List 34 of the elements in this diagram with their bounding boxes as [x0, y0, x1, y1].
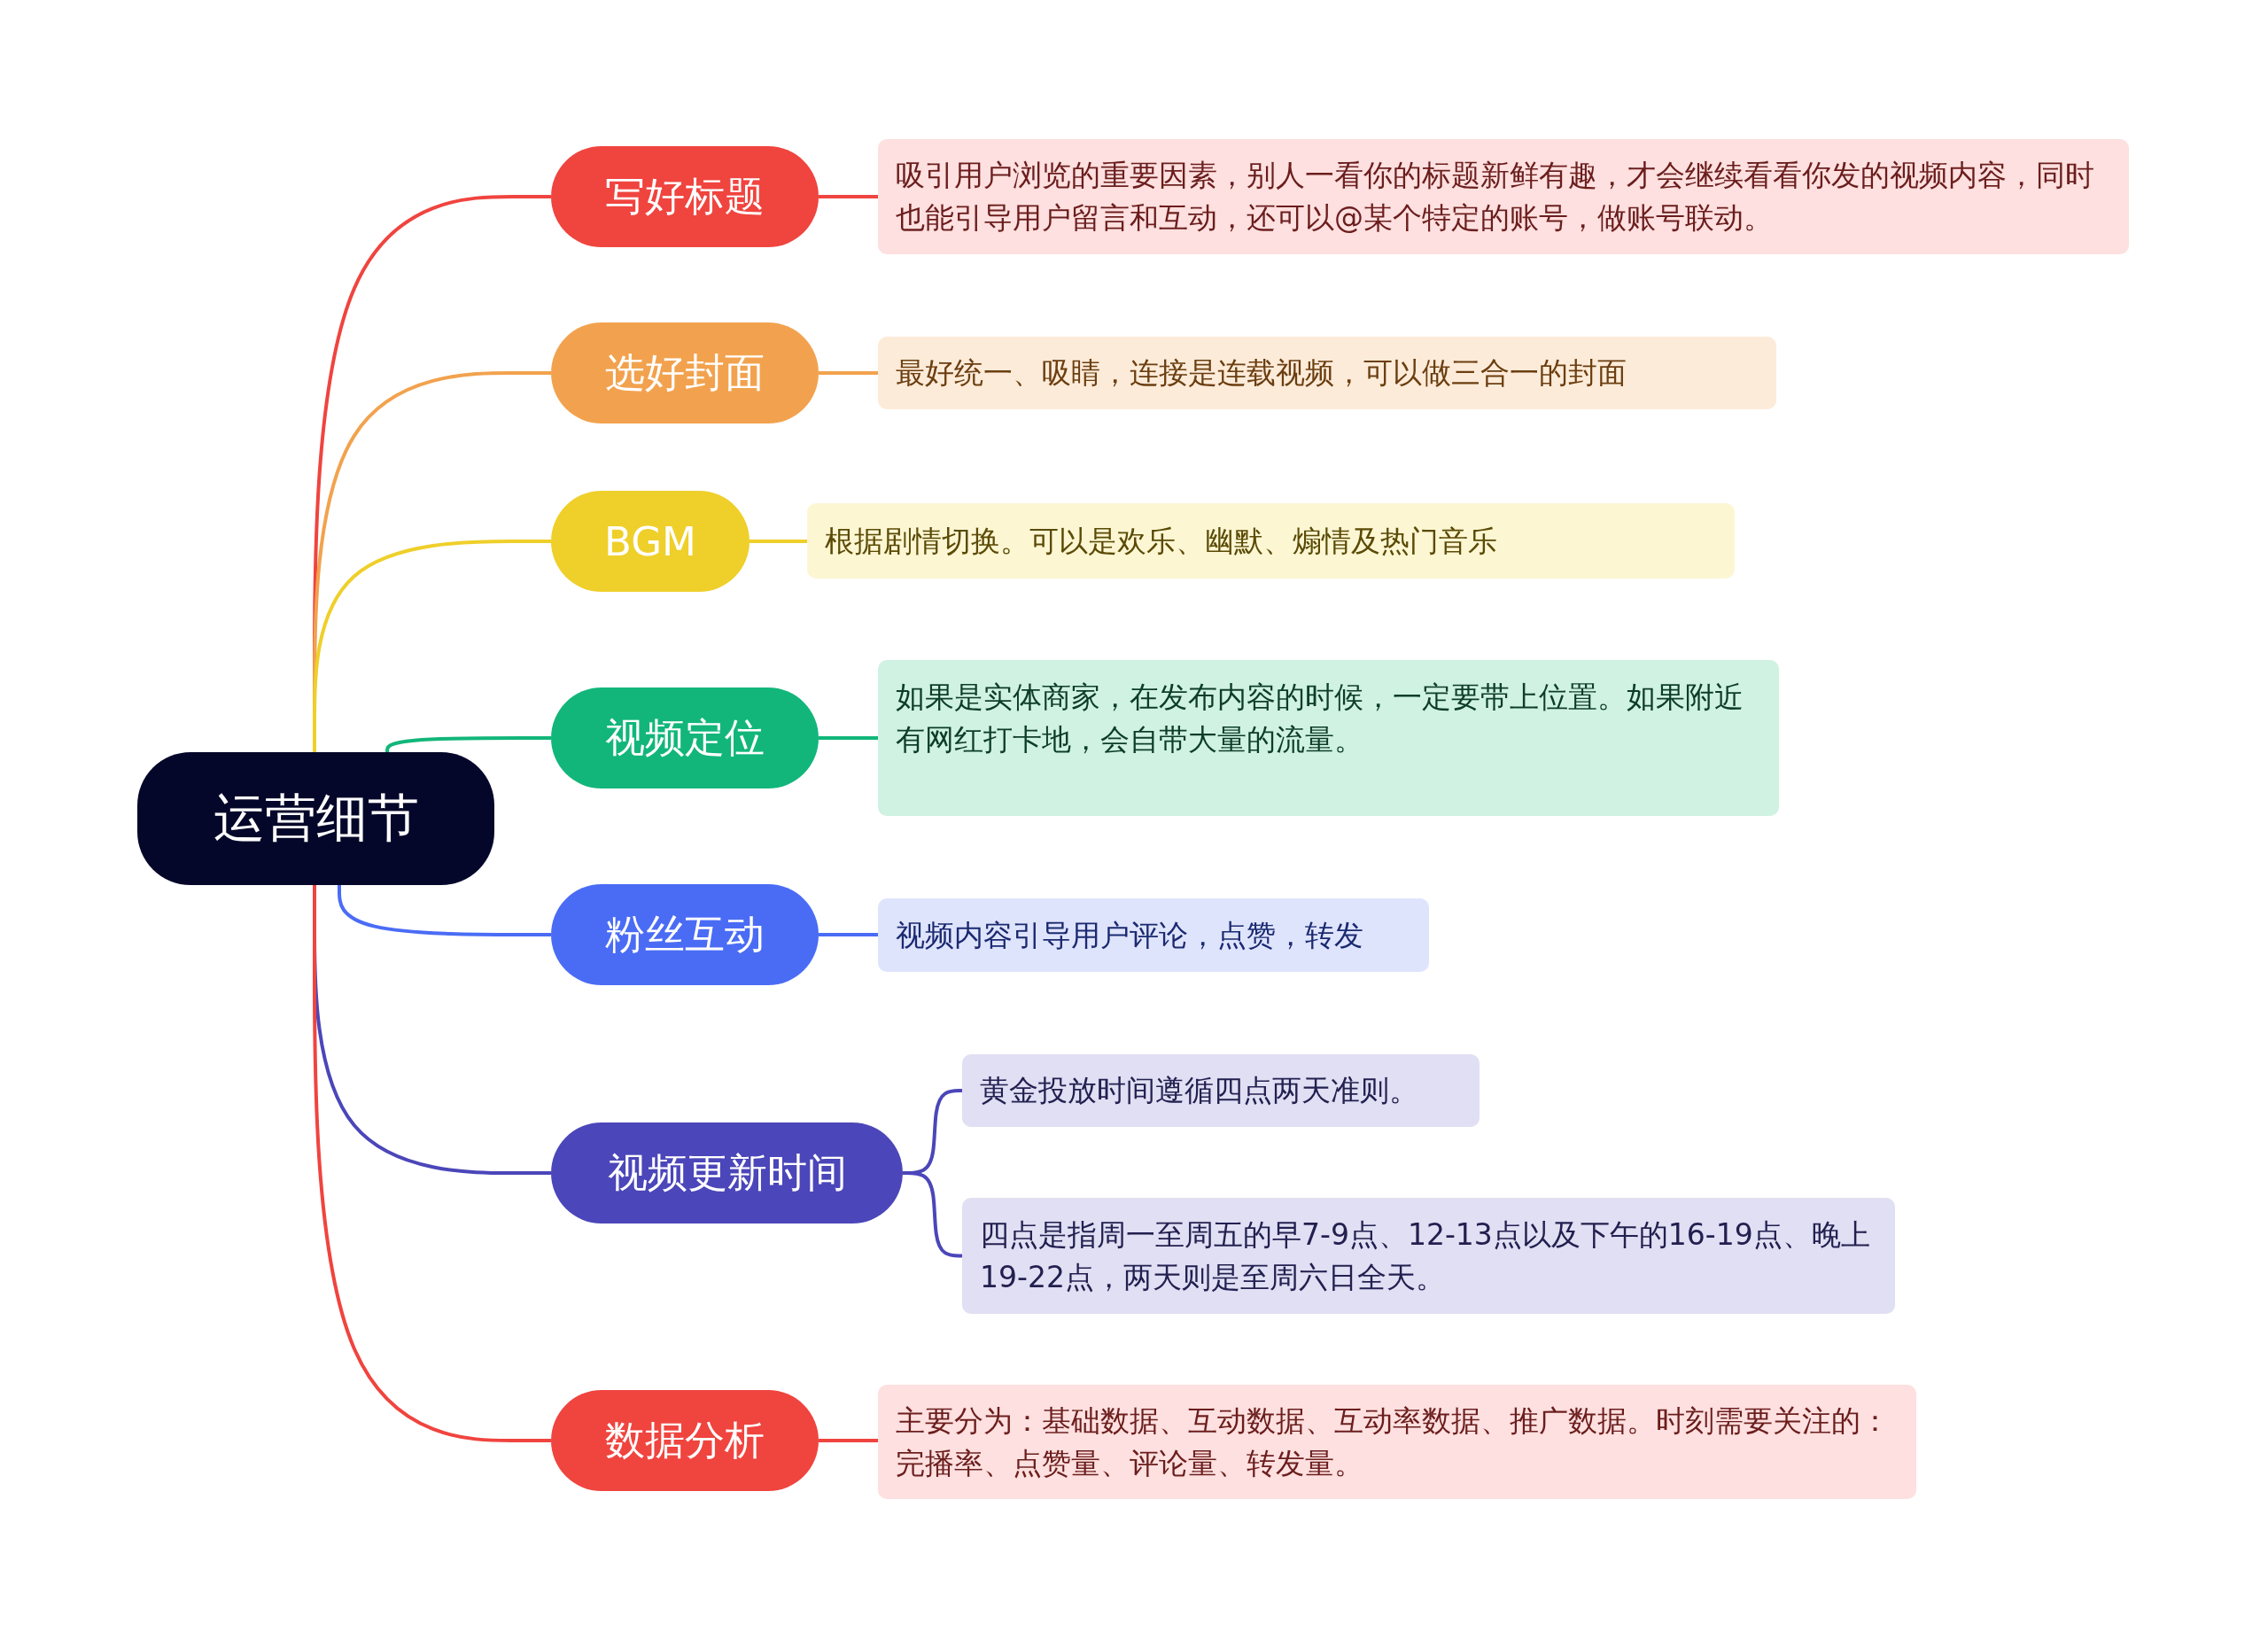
node-text: 根据剧情切换。可以是欢乐、幽默、煽情及热门音乐	[825, 522, 1497, 560]
connector-line	[819, 933, 878, 936]
connector-line	[313, 885, 551, 1442]
detail-note	[878, 898, 1429, 972]
node-text: 吸引用户浏览的重要因素，别人一看你的标题新鲜有趣，才会继续看看你发的视频内容，同时也能引导用户留言和互动，还可以@某个特定的账号，做账号联动。	[896, 157, 2095, 237]
node-text: 黄金投放时间遵循四点两天准则。	[980, 1072, 1418, 1110]
connector-line	[750, 540, 807, 543]
detail-note	[878, 1385, 1916, 1499]
connector-line	[313, 540, 551, 752]
node-text: 视频更新时间	[607, 1148, 847, 1198]
node-text: 运营细节	[213, 787, 419, 850]
connector-line	[819, 1439, 878, 1442]
node-text: 写好标题	[605, 172, 765, 221]
node-text: 视频定位	[605, 713, 765, 763]
node-text: BGM	[604, 517, 696, 565]
connector-line	[819, 371, 878, 375]
detail-note	[962, 1198, 1895, 1314]
detail-note	[878, 337, 1776, 409]
detail-note	[962, 1054, 1480, 1127]
connector-line	[819, 736, 878, 740]
detail-note	[807, 503, 1735, 579]
node-text: 主要分为：基础数据、互动数据、互动率数据、推广数据。时刻需要关注的：完播率、点赞量、评论量、转发量。	[896, 1402, 1891, 1482]
detail-note	[878, 660, 1779, 816]
node-text: 视频内容引导用户评论，点赞，转发	[896, 916, 1363, 954]
node-text: 选好封面	[605, 348, 765, 398]
connector-line	[819, 195, 878, 198]
node-text: 四点是指周一至周五的早7-9点、12-13点以及下午的16-19点、晚上19-22点，两天则是至周六日全天。	[980, 1216, 1871, 1296]
node-text: 粉丝互动	[605, 910, 765, 959]
node-text: 最好统一、吸睛，连接是连载视频，可以做三合一的封面	[896, 354, 1627, 392]
node-text: 数据分析	[605, 1416, 765, 1465]
detail-note	[878, 139, 2129, 254]
connector-line	[385, 736, 551, 752]
connector-line	[338, 885, 551, 936]
node-text: 如果是实体商家，在发布内容的时候，一定要带上位置。如果附近有网红打卡地，会自带大量的流量。	[896, 679, 1744, 758]
